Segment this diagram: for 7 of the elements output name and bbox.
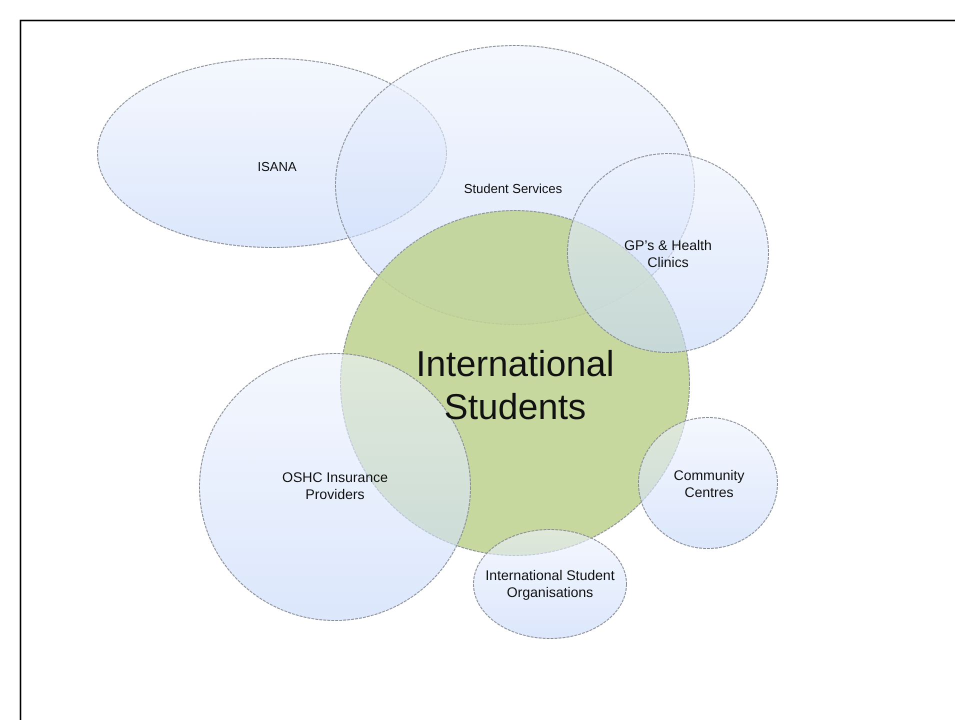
node-label: International Students <box>414 342 616 428</box>
node-label: Community Centres <box>672 467 746 501</box>
node-label: ISANA <box>256 159 298 175</box>
node-label: OSHC Insurance Providers <box>281 469 389 503</box>
node-label: GP’s & Health Clinics <box>623 237 713 271</box>
node-label: Student Services <box>462 181 564 197</box>
node-label: International Student Organisations <box>485 567 615 601</box>
